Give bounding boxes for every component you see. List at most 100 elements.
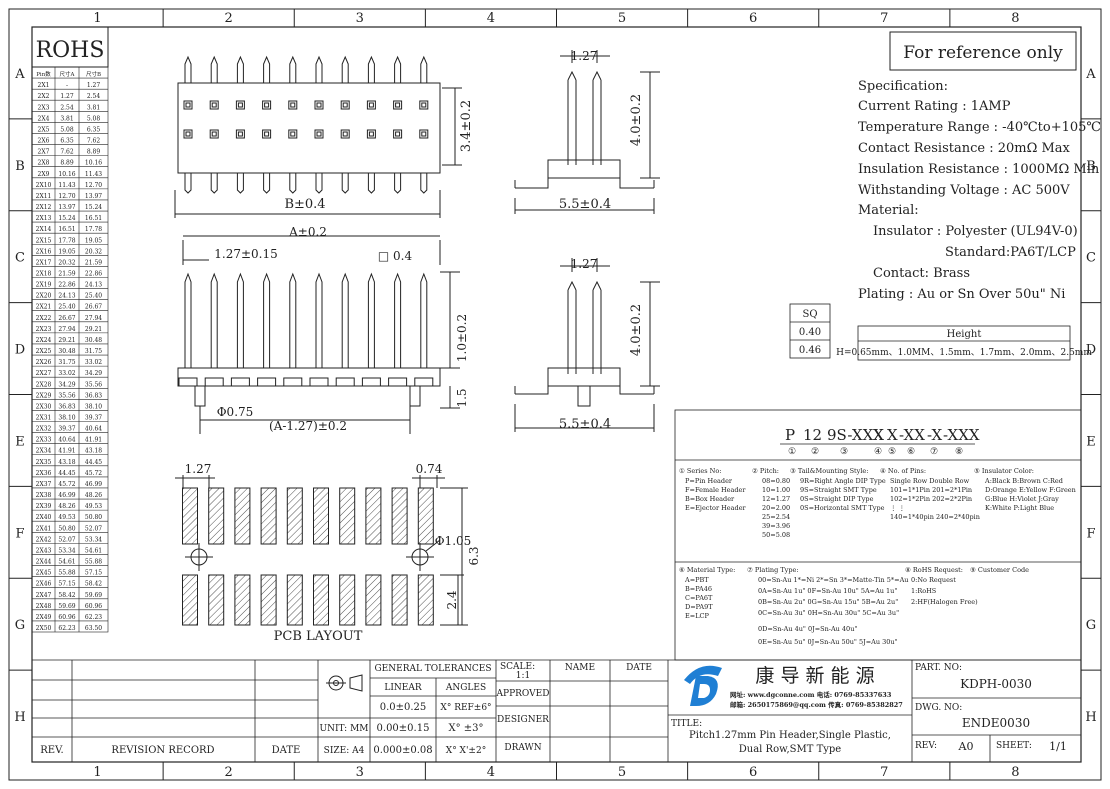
pin-square [393,129,403,139]
rohs-cell: 57.15 [58,581,75,588]
rohs-cell: 58.42 [58,592,75,599]
part-code-circles-3: ④ [874,447,882,457]
rohs-cell: 2X13 [36,215,52,222]
pin-square-inner [395,131,401,137]
part-code-segments-3: X [873,426,884,444]
sq-table-values-1: 0.46 [799,345,821,356]
title-block-lin2: 0.00±0.15 [377,723,430,734]
pin-square [209,100,219,110]
rohs-cell: 22.86 [85,270,102,277]
title-block-revision-record: REVISION RECORD [111,745,214,756]
code-legend-customer-title: ⑨ Customer Code [970,566,1029,574]
rohs-cell: 60.96 [85,603,102,610]
rohs-cell: 29.21 [85,326,102,333]
rohs-cell: 2X36 [36,470,52,477]
pin-square [288,100,298,110]
col-label: 7 [880,11,888,26]
title-block-ang2: X° ±3° [448,723,483,734]
rohs-cell: 33.02 [58,370,75,377]
part-code-circles-5: ⑥ [907,447,915,457]
pcb-pad [391,487,408,545]
spec-9: Contact: Brass [873,266,970,281]
code-legend-color-title: ⑤ Insulator Color: [974,467,1034,475]
title-block-scale-val: 1:1 [516,671,530,681]
row-label: F [15,526,24,541]
pin-square-inner [368,131,374,137]
rohs-cell: 33.02 [85,359,102,366]
rohs-cell: 43.18 [58,459,75,466]
dim-pcb-074: 0.74 [416,462,443,476]
rohs-cell: 31.75 [58,359,75,366]
part-code-segments-6: -X [927,426,943,444]
pin-square-inner [237,102,243,108]
pin-square [288,129,298,139]
dim-phi-075: Φ0.75 [217,405,254,419]
title-block-lin3: 0.000±0.08 [373,745,432,756]
dim-a: A±0.2 [288,225,327,239]
title-block-linear: LINEAR [384,683,421,693]
title-block-date2: DATE [626,663,652,673]
pin-square [183,100,193,110]
code-legend-rohs-items-2: 2:HF(Halogen Free) [911,598,978,606]
pin-shoulder [257,377,277,386]
title-block-sheet-label: SHEET: [996,741,1032,751]
rohs-cell: 3.81 [60,115,73,122]
spec-3: Contact Resistance : 20mΩ Max [858,141,1071,156]
part-code-segments-4: X [887,426,898,444]
rohs-cell: 31.75 [85,348,102,355]
code-legend-pitch-items-5: 39=3.96 [762,522,790,530]
title-block-general-tol: GENERAL TOLERANCES [374,664,491,674]
pin-shoulder [283,377,303,386]
pin-shoulder [204,377,224,386]
pin-square-inner [211,131,217,137]
rohs-cell: 2X1 [38,82,50,89]
rohs-cell: 60.96 [58,614,75,621]
rohs-cell: 40.64 [85,426,102,433]
rohs-cell: 36.83 [58,403,75,410]
pin [341,272,349,368]
rohs-cell: 50.80 [58,525,75,532]
company-web: 网址: www.dgconne.com 电话: 0769-85337633 [730,690,892,699]
rohs-cell: 16.51 [58,226,75,233]
rohs-cell: 25.40 [58,304,75,311]
pcb-pad [417,574,434,626]
pin-square-inner [211,102,217,108]
rohs-cell: 19.05 [58,248,75,255]
rohs-cell: 30.48 [85,337,102,344]
title-block-scale: SCALE: [500,662,535,672]
code-legend: ① Series No: P=Pin Header F=Female Heade… [679,467,1076,646]
pin-square [314,129,324,139]
dim-1-27-side: 1.27 [571,257,598,271]
part-code-segments-0: P [785,426,795,444]
pin [341,173,349,194]
rohs-cell: 16.51 [85,215,102,222]
code-legend-rohs-items-0: 0:No Request [911,576,956,584]
rohs-cell: 10.16 [85,160,102,167]
side-view-top [514,50,660,214]
code-legend-plating-title: ⑦ Plating Type: [747,566,799,574]
pin [289,173,297,194]
rohs-cell: 63.50 [85,625,102,632]
title-block-dwg-no: ENDE0030 [962,716,1030,730]
code-legend-tail-title: ③ Tail&Mounting Style: [790,467,868,475]
rohs-cell: 15.24 [58,215,75,222]
title-block-size: SIZE: A4 [324,746,365,756]
row-label: E [15,434,25,449]
pin-square-inner [342,131,348,137]
title-block [32,659,1081,762]
pin-square-inner [395,102,401,108]
col-label: 4 [487,11,495,26]
rohs-cell: 49.53 [85,503,102,510]
pin [367,173,375,194]
front-view [177,235,460,434]
rohs-cell: 13.97 [58,204,75,211]
rohs-cell: 46.99 [85,481,102,488]
col-label: 5 [618,11,626,26]
rohs-cell: 43.18 [85,448,102,455]
rohs-cell: 2X40 [36,514,52,521]
pin-square [183,129,193,139]
pcb-pad [234,574,251,626]
pin [184,173,192,194]
pcb-pad [391,574,408,626]
rohs-cell: 29.21 [58,337,75,344]
